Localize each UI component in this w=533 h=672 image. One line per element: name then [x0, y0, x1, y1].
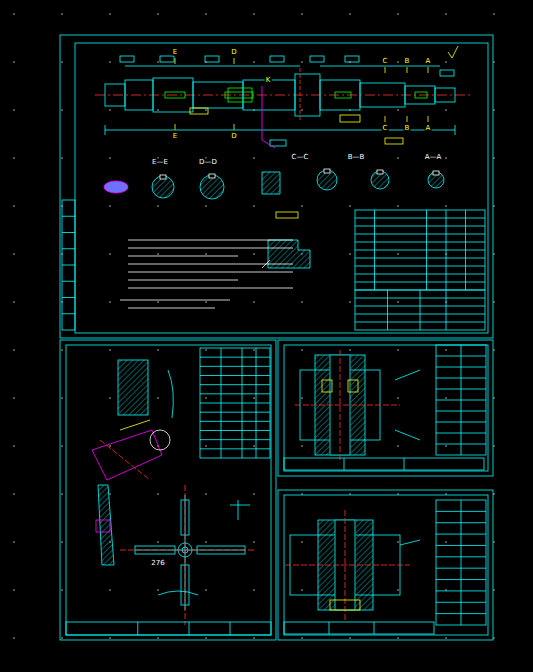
cut-marker: B: [404, 58, 411, 65]
cut-marker: E: [172, 133, 178, 140]
section-label: D—D: [198, 159, 218, 166]
section-label: B—B: [347, 154, 366, 161]
cut-marker: E: [172, 49, 178, 56]
cut-marker: C: [382, 125, 389, 132]
cut-marker: D: [230, 49, 237, 56]
section-label: A—A: [424, 154, 443, 161]
section-label: E—E: [151, 159, 169, 166]
section-label: C—C: [291, 154, 310, 161]
dimension: 276: [150, 560, 165, 567]
cut-marker: B: [404, 125, 411, 132]
cut-marker: A: [425, 125, 432, 132]
cut-marker: K: [265, 77, 272, 84]
cut-marker: A: [425, 58, 432, 65]
cut-marker: C: [382, 58, 389, 65]
cut-marker: D: [230, 133, 237, 140]
